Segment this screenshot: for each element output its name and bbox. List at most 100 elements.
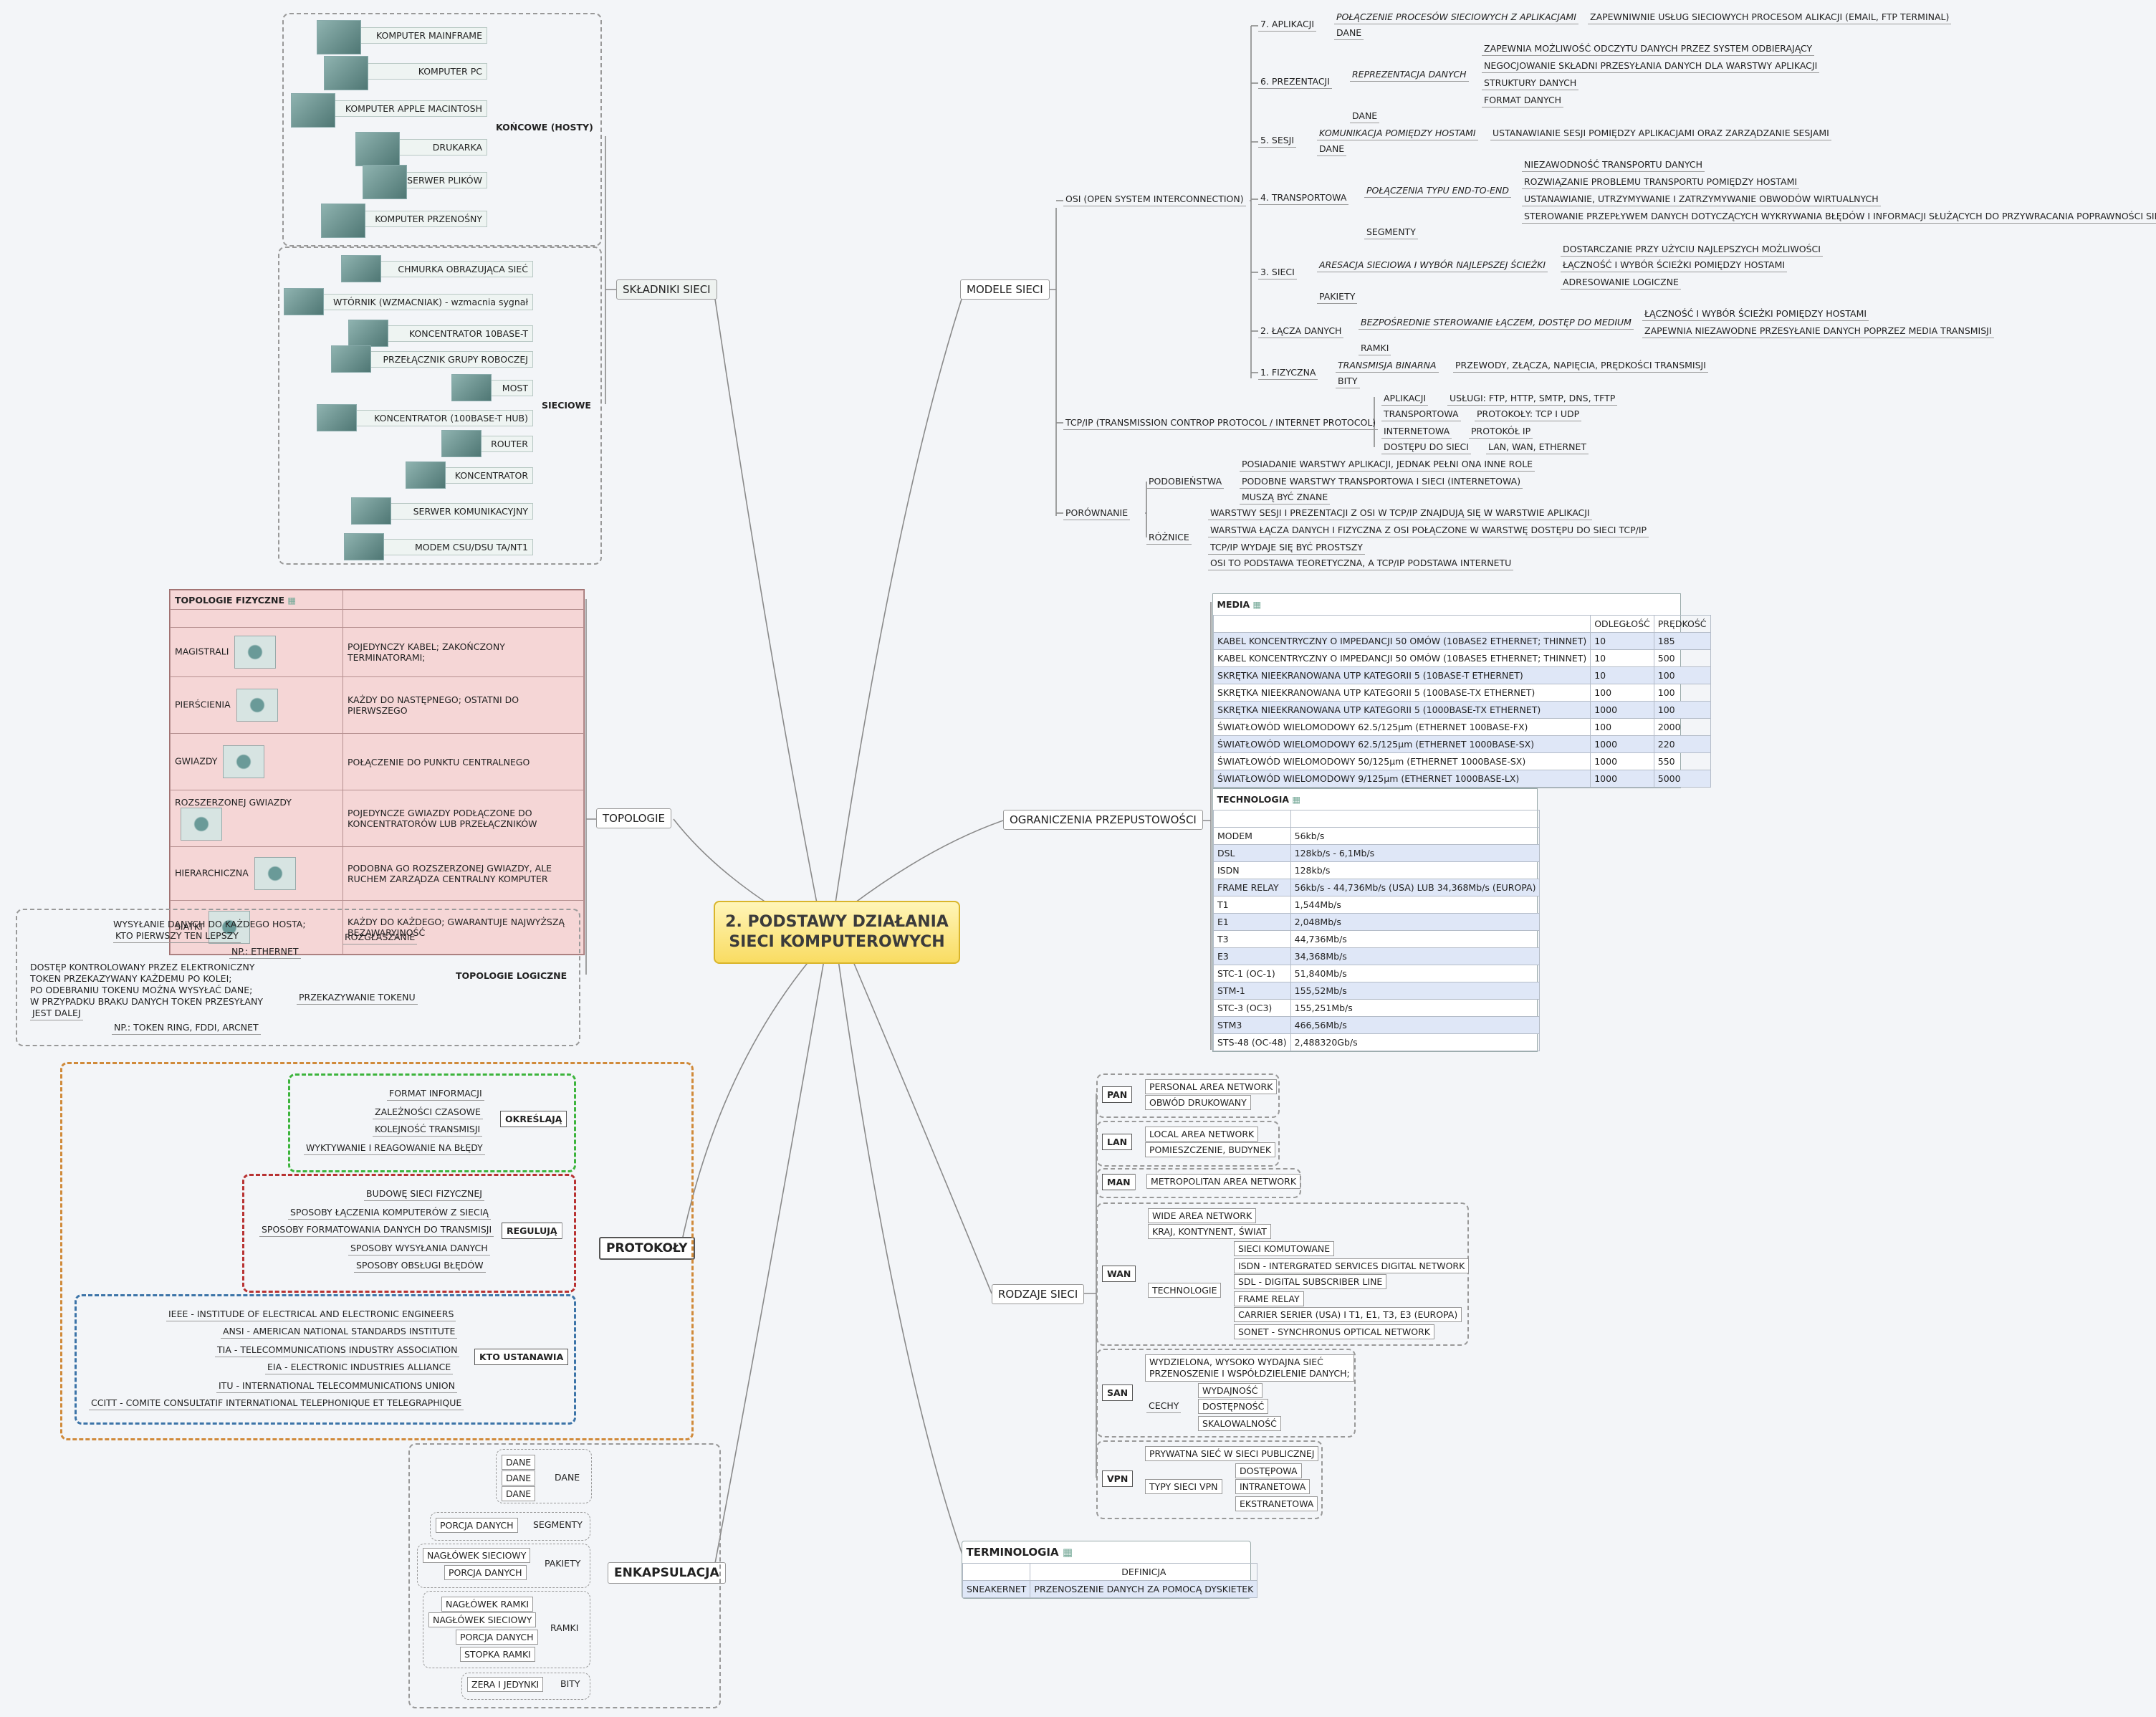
reg-1[interactable]: BUDOWĘ SIECI FIZYCZNEJ [364, 1188, 484, 1201]
osi-l3b3[interactable]: ADRESOWANIE LOGICZNE [1561, 277, 1681, 290]
kto-tag[interactable]: KTO USTANAWIA [474, 1349, 569, 1365]
branch-protokoly[interactable]: PROTOKOŁY [599, 1237, 695, 1260]
wan-tag[interactable]: WAN [1102, 1266, 1136, 1282]
pan-tag[interactable]: PAN [1102, 1086, 1133, 1103]
osi-l7d[interactable]: DANE [1334, 27, 1364, 40]
osi-l5b[interactable]: USTANAWIANIE SESJI POMIĘDZY APLIKACJAMI … [1490, 128, 1831, 140]
tcp-aplikacji-detail[interactable]: USŁUGI: FTP, HTTP, SMTP, DNS, TFTP [1447, 393, 1618, 406]
branch-ograniczenia[interactable]: OGRANICZENIA PRZEPUSTOWOŚCI [1003, 810, 1203, 830]
osi-l2[interactable]: 2. ŁĄCZA DANYCH [1258, 325, 1344, 338]
osi-l1b[interactable]: PRZEWODY, ZŁĄCZA, NAPIĘCIA, PRĘDKOŚCI TR… [1453, 360, 1708, 373]
network-device-item[interactable]: CHMURKA OBRAZUJĄCA SIEĆ [344, 261, 533, 277]
okr-1[interactable]: FORMAT INFORMACJI [387, 1088, 484, 1101]
tcp-aplikacji[interactable]: APLIKACJI [1381, 393, 1429, 406]
host-item[interactable]: KOMPUTER APPLE MACINTOSH [294, 100, 487, 117]
logic-r1b[interactable]: KTO PIERWSZY TEN LEPSZY [113, 930, 241, 943]
osi-l1d[interactable]: BITY [1336, 376, 1360, 388]
logic-p1e[interactable]: JEST DALEJ [30, 1008, 83, 1020]
por-r2[interactable]: WARSTWA ŁĄCZA DANYCH I FIZYCZNA Z OSI PO… [1208, 525, 1649, 537]
tcp-title[interactable]: TCP/IP (TRANSMISSION CONTROP PROTOCOL / … [1063, 417, 1379, 430]
osi-l6b4[interactable]: FORMAT DANYCH [1482, 95, 1564, 107]
kto-3[interactable]: TIA - TELECOMMUNICATIONS INDUSTRY ASSOCI… [215, 1344, 460, 1357]
osi-l7b[interactable]: ZAPEWNIWNIE USŁUG SIECIOWYCH PROCESOM AL… [1588, 11, 1952, 24]
vpn-typy[interactable]: TYPY SIECI VPN [1145, 1479, 1222, 1494]
por-p1[interactable]: POSIADANIE WARSTWY APLIKACJI, JEDNAK PEŁ… [1240, 459, 1535, 472]
osi-l5d[interactable]: DANE [1317, 143, 1347, 156]
logic-r2[interactable]: NP.: ETHERNET [229, 946, 301, 959]
logic-p2[interactable]: NP.: TOKEN RING, FDDI, ARCNET [112, 1022, 261, 1035]
por-roznice[interactable]: RÓŻNICE [1146, 532, 1192, 545]
wan-t5[interactable]: CARRIER SERIER (USA) I T1, E1, T3, E3 (E… [1234, 1307, 1462, 1322]
tcp-transportowa-detail[interactable]: PROTOKOŁY: TCP I UDP [1475, 408, 1582, 421]
term-title[interactable]: TERMINOLOGIA [966, 1546, 1059, 1559]
wan-1[interactable]: WIDE AREA NETWORK [1148, 1208, 1257, 1223]
san-c2[interactable]: DOSTĘPNOŚĆ [1198, 1399, 1269, 1414]
reg-2[interactable]: SPOSOBY ŁĄCZENIA KOMPUTERÓW Z SIECIĄ [288, 1207, 491, 1220]
osi-l3[interactable]: 3. SIECI [1258, 267, 1297, 279]
enk-ramki-porcja[interactable]: PORCJA DANYCH [456, 1630, 538, 1645]
osi-l2b1[interactable]: ŁĄCZNOŚĆ I WYBÓR ŚCIEŻKI POMIĘDZY HOSTAM… [1642, 308, 1869, 321]
branch-modele-sieci[interactable]: MODELE SIECI [960, 279, 1050, 300]
osi-l3d[interactable]: PAKIETY [1317, 291, 1358, 304]
osi-l1a[interactable]: TRANSMISJA BINARNA [1336, 360, 1439, 373]
wan-t4[interactable]: FRAME RELAY [1234, 1291, 1304, 1306]
osi-l4[interactable]: 4. TRANSPORTOWA [1258, 192, 1349, 205]
man-tag[interactable]: MAN [1102, 1174, 1136, 1190]
osi-l6b3[interactable]: STRUKTURY DANYCH [1482, 77, 1579, 90]
kto-2[interactable]: ANSI - AMERICAN NATIONAL STANDARDS INSTI… [221, 1326, 458, 1339]
enk-dane-3[interactable]: DANE [502, 1486, 536, 1501]
network-device-item[interactable]: KONCENTRATOR (100BASE-T HUB) [320, 410, 533, 426]
por-r4[interactable]: OSI TO PODSTAWA TEORETYCZNA, A TCP/IP PO… [1208, 558, 1514, 570]
reg-3[interactable]: SPOSOBY FORMATOWANIA DANYCH DO TRANSMISJ… [259, 1224, 494, 1237]
wan-t2[interactable]: ISDN - INTERGRATED SERVICES DIGITAL NETW… [1234, 1258, 1470, 1273]
wan-t3[interactable]: SDL - DIGITAL SUBSCRIBER LINE [1234, 1274, 1387, 1289]
wan-technologie[interactable]: TECHNOLOGIE [1148, 1283, 1222, 1298]
lan-2[interactable]: POMIESZCZENIE, BUDYNEK [1145, 1142, 1276, 1157]
osi-l4b3[interactable]: USTANAWIANIE, UTRZYMYWANIE I ZATRZYMYWAN… [1522, 193, 1881, 206]
okr-4[interactable]: WYKTYWANIE I REAGOWANIE NA BŁĘDY [304, 1142, 485, 1155]
network-device-item[interactable]: MODEM CSU/DSU TA/NT1 [347, 539, 533, 555]
tcp-internetowa[interactable]: INTERNETOWA [1381, 426, 1452, 439]
kto-4[interactable]: EIA - ELECTRONIC INDUSTRIES ALLIANCE [265, 1362, 454, 1374]
por-title[interactable]: PORÓWNANIE [1063, 507, 1131, 520]
enk-ramki-nag[interactable]: NAGŁÓWEK SIECIOWY [428, 1612, 537, 1627]
enk-dane-label[interactable]: DANE [555, 1472, 580, 1483]
host-item[interactable]: KOMPUTER MAINFRAME [320, 27, 487, 44]
tcp-internetowa-detail[interactable]: PROTOKÓŁ IP [1469, 426, 1533, 439]
osi-l5a[interactable]: KOMUNIKACJA POMIĘDZY HOSTAMI [1317, 128, 1478, 140]
osi-l5[interactable]: 5. SESJI [1258, 135, 1297, 148]
osi-title[interactable]: OSI (OPEN SYSTEM INTERCONNECTION) [1063, 193, 1246, 206]
enk-ramki-nagR[interactable]: NAGŁÓWEK RAMKI [441, 1597, 534, 1612]
network-device-item[interactable]: KONCENTRATOR 10BASE-T [351, 325, 533, 342]
siec-title[interactable]: SIECIOWE [542, 400, 591, 411]
por-p3[interactable]: MUSZĄ BYĆ ZNANE [1240, 492, 1331, 504]
por-p2[interactable]: PODOBNE WARSTWY TRANSPORTOWA I SIECI (IN… [1240, 476, 1523, 489]
enk-ramki-label[interactable]: RAMKI [550, 1622, 579, 1633]
tcp-dostepu[interactable]: DOSTĘPU DO SIECI [1381, 441, 1471, 454]
pan-2[interactable]: OBWÓD DRUKOWANY [1145, 1095, 1251, 1110]
osi-l4b1[interactable]: NIEZAWODNOŚĆ TRANSPORTU DANYCH [1522, 159, 1705, 172]
vpn-t3[interactable]: EKSTRANETOWA [1235, 1496, 1318, 1511]
osi-l1[interactable]: 1. FIZYCZNA [1258, 367, 1318, 380]
kto-6[interactable]: CCITT - COMITE CONSULTATIF INTERNATIONAL… [89, 1397, 464, 1410]
wan-2[interactable]: KRAJ, KONTYNENT, ŚWIAT [1148, 1224, 1271, 1239]
san-cechy[interactable]: CECHY [1146, 1400, 1182, 1413]
enk-dane-1[interactable]: DANE [502, 1455, 536, 1470]
osi-l6d[interactable]: DANE [1350, 110, 1380, 123]
vpn-1[interactable]: PRYWATNA SIEĆ W SIECI PUBLICZNEJ [1145, 1446, 1319, 1461]
logic-przekazywanie[interactable]: PRZEKAZYWANIE TOKENU [297, 992, 418, 1005]
vpn-t1[interactable]: DOSTĘPOWA [1235, 1463, 1302, 1478]
hosts-title[interactable]: KOŃCOWE (HOSTY) [496, 122, 593, 133]
enk-seg-porcja[interactable]: PORCJA DANYCH [436, 1518, 518, 1533]
por-r3[interactable]: TCP/IP WYDAJE SIĘ BYĆ PROSTSZY [1208, 542, 1365, 555]
osi-l6b2[interactable]: NEGOCJOWANIE SKŁADNI PRZESYŁANIA DANYCH … [1482, 60, 1820, 73]
osi-l7a[interactable]: POŁĄCZENIE PROCESÓW SIECIOWYCH Z APLIKAC… [1334, 11, 1578, 24]
branch-rodzaje-sieci[interactable]: RODZAJE SIECI [992, 1284, 1085, 1304]
osi-l6a[interactable]: REPREZENTACJA DANYCH [1350, 69, 1469, 82]
wan-t1[interactable]: SIECI KOMUTOWANE [1234, 1241, 1335, 1256]
network-device-item[interactable]: PRZEŁĄCZNIK GRUPY ROBOCZEJ [334, 351, 533, 368]
enk-bity-zera[interactable]: ZERA I JEDYNKI [467, 1677, 544, 1692]
osi-l4a[interactable]: POŁĄCZENIA TYPU END-TO-END [1364, 185, 1511, 198]
man-1[interactable]: METROPOLITAN AREA NETWORK [1146, 1174, 1301, 1189]
osi-l6[interactable]: 6. PREZENTACJI [1258, 76, 1332, 89]
